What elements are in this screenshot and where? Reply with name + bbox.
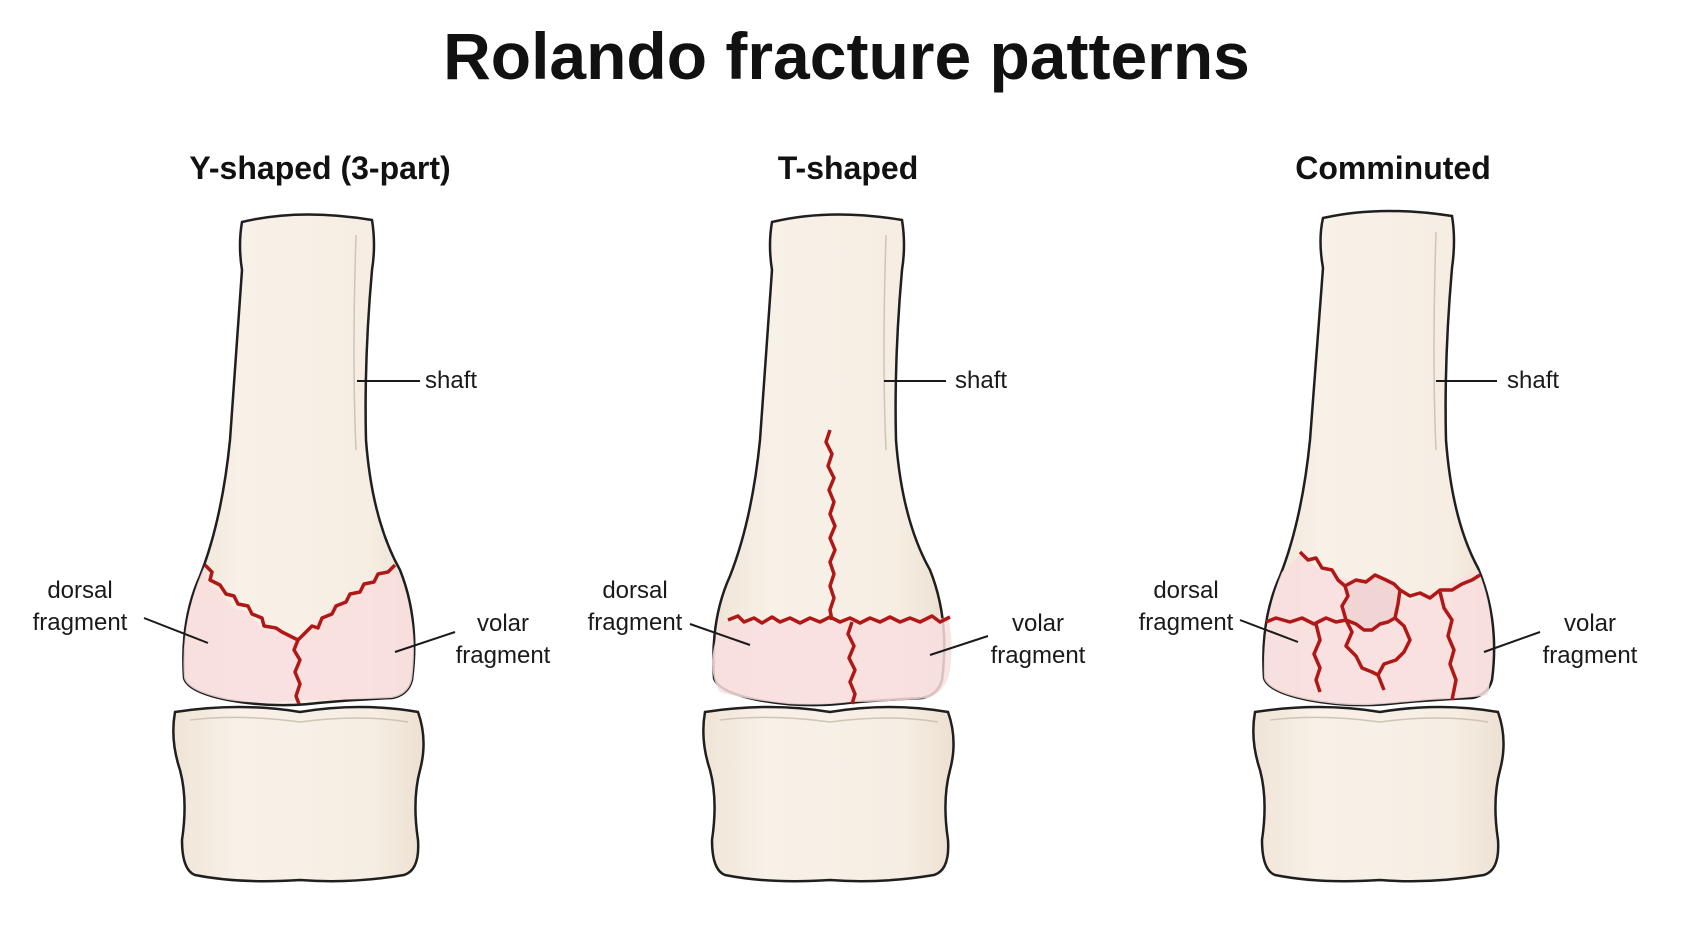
dorsal-fragment-label: dorsal fragment [585, 575, 685, 639]
dorsal-label-line-1: dorsal [602, 577, 668, 604]
panel-comminuted [1239, 209, 1541, 883]
volar-fragment-label: volar fragment [983, 608, 1093, 672]
phalanx-bone [702, 705, 955, 883]
fracture-lines [1265, 550, 1481, 701]
volar-fragment-label: volar fragment [448, 608, 558, 672]
volar-fragment-label: volar fragment [1535, 608, 1645, 672]
volar-fragment [300, 565, 414, 700]
dorsal-label-line-2: fragment [1138, 609, 1234, 636]
shaft-label: shaft [1507, 367, 1560, 394]
fracture-line-vertical [292, 639, 302, 705]
fracture-line-longitudinal [824, 429, 837, 621]
phalanx-bone [1252, 705, 1505, 883]
volar-label-line-1: volar [476, 610, 530, 637]
shaft-label: shaft [425, 367, 478, 394]
fracture-line-vertical [846, 621, 857, 705]
panel-heading-y-shaped: Y-shaped (3-part) [189, 150, 451, 186]
dorsal-label-line-2: fragment [32, 609, 128, 636]
volar-leader-line [1483, 631, 1541, 653]
dorsal-label-line-1: dorsal [47, 577, 113, 604]
dorsal-fragment [183, 565, 300, 703]
volar-label-line-2: fragment [990, 642, 1086, 669]
volar-label-line-2: fragment [1542, 642, 1638, 669]
phalanx-bone [172, 705, 425, 883]
panel-heading-t-shaped: T-shaped [777, 150, 919, 186]
dorsal-fragment-label: dorsal fragment [30, 575, 130, 639]
volar-label-line-2: fragment [455, 642, 551, 669]
page-title: Rolando fracture patterns [443, 19, 1250, 93]
dorsal-leader-line [1239, 619, 1299, 643]
shaft-label: shaft [955, 367, 1008, 394]
volar-label-line-1: volar [1011, 610, 1065, 637]
metacarpal-bone [182, 213, 416, 707]
volar-leader-line [394, 631, 456, 653]
dorsal-leader-line [689, 623, 751, 646]
dorsal-fragment-label: dorsal fragment [1136, 575, 1236, 639]
dorsal-label-line-2: fragment [587, 609, 683, 636]
volar-leader-line [929, 635, 989, 656]
volar-fragment [852, 618, 952, 702]
panel-y-shaped [143, 213, 456, 883]
fracture-line-transverse [727, 614, 951, 625]
dorsal-label-line-1: dorsal [1153, 577, 1219, 604]
dorsal-leader-line [143, 617, 209, 644]
panel-t-shaped [689, 213, 989, 883]
panel-heading-comminuted: Comminuted [1295, 150, 1491, 186]
volar-label-line-1: volar [1563, 610, 1617, 637]
dorsal-fragment [712, 622, 852, 705]
